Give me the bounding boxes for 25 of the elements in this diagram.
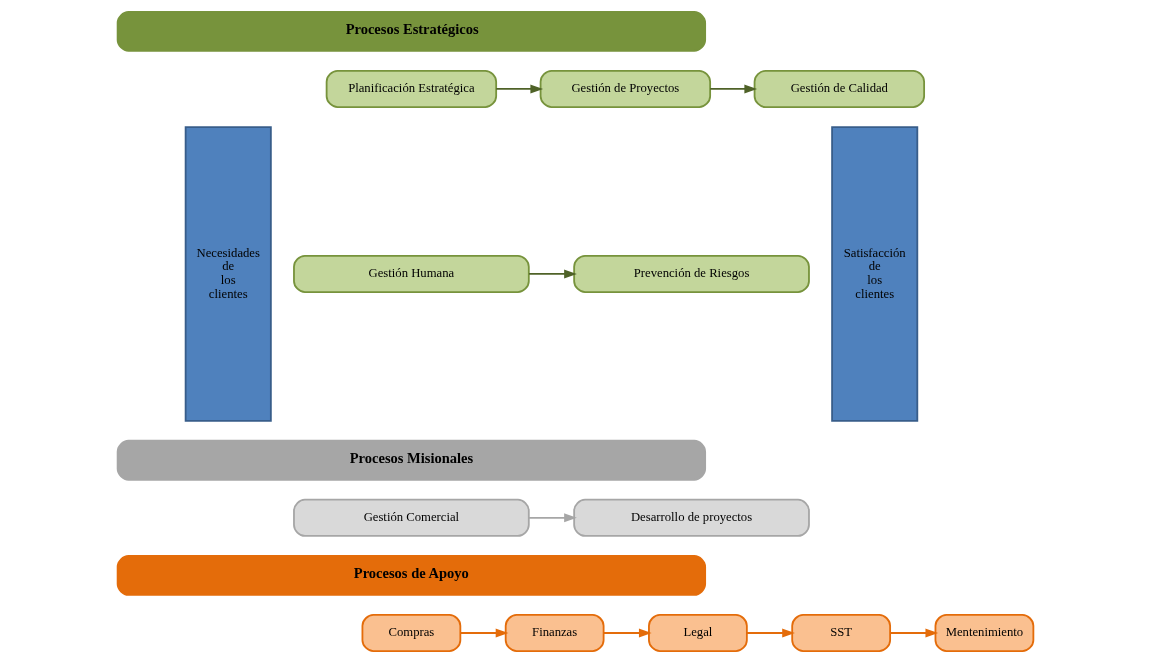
arrow: [709, 84, 758, 94]
node-box: Gestión de Calidad: [753, 69, 926, 108]
node-box: Gestión de Proyectos: [539, 69, 712, 108]
node-box: SST: [791, 613, 892, 652]
node-box: Necesidades de los clientes: [184, 126, 272, 422]
node-box: Procesos de Apoyo: [116, 555, 707, 596]
node-box: Mentenimiento: [934, 613, 1035, 652]
arrow: [745, 628, 795, 638]
node-box: Planificación Estratégica: [325, 69, 498, 108]
node-box: Finanzas: [504, 613, 605, 652]
node-box: Satisfacción de los clientes: [831, 126, 919, 422]
arrow: [528, 513, 577, 523]
node-box: Compras: [361, 613, 462, 652]
arrow: [459, 628, 509, 638]
node-box: Desarrollo de proyectos: [573, 498, 810, 537]
node-box: Procesos Misionales: [116, 439, 707, 481]
arrow: [495, 84, 544, 94]
arrow: [889, 628, 939, 638]
node-box: Legal: [648, 613, 748, 652]
node-box: Gestión Comercial: [293, 498, 530, 537]
arrow: [528, 269, 577, 279]
node-box: Procesos Estratégicos: [116, 11, 707, 52]
arrow: [602, 628, 652, 638]
node-box: Prevención de Riesgos: [573, 254, 810, 293]
node-box: Gestión Humana: [293, 254, 530, 293]
